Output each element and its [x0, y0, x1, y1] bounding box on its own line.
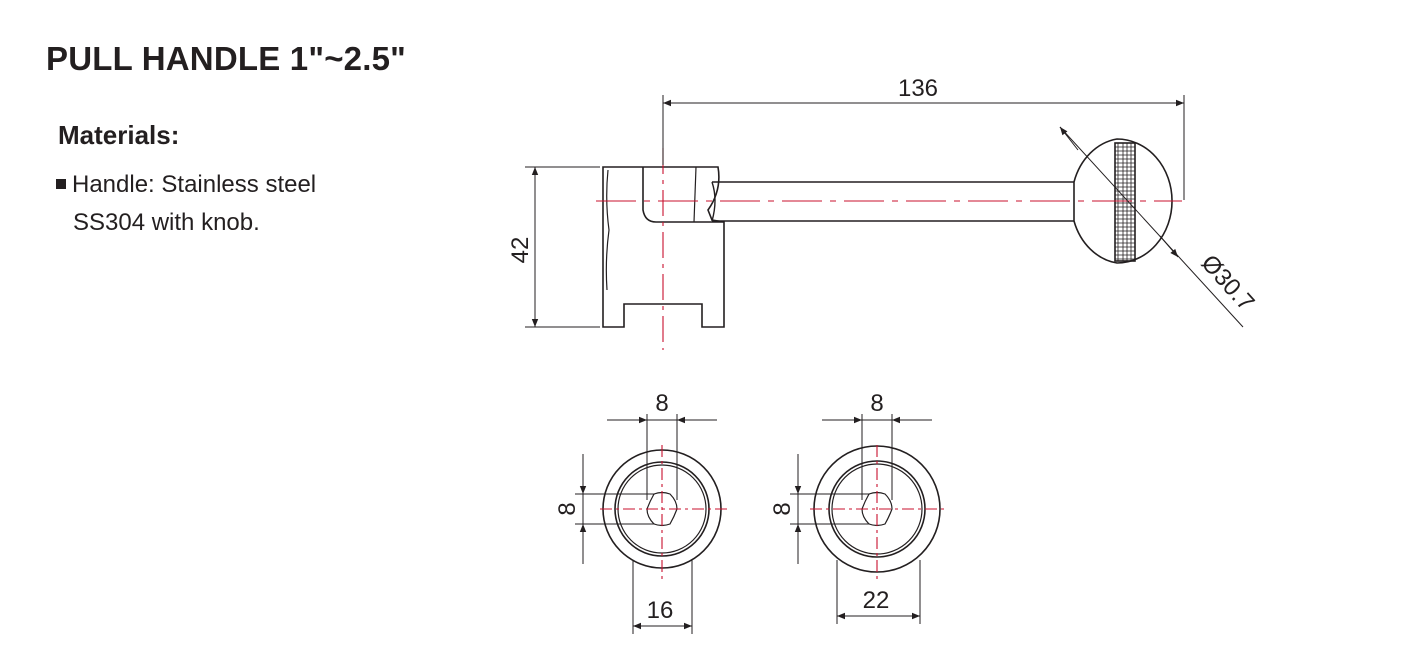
dim-knob-diameter: [1059, 126, 1244, 328]
side-view: [602, 138, 1173, 328]
end-view-right: 8 8 22: [769, 390, 948, 624]
dim-knob-diameter-label: Ø30.7: [1196, 250, 1260, 317]
page-title: PULL HANDLE 1"~2.5": [46, 40, 406, 77]
dim-length: [662, 95, 1185, 200]
right-top-dim-label: 8: [870, 390, 883, 417]
handle-knob: [1073, 138, 1173, 264]
handle-bore: [642, 167, 724, 223]
materials-item: Handle: Stainless steel SS304 with knob.: [56, 166, 376, 242]
handle-shaft: [712, 181, 1074, 222]
side-centerlines: [596, 148, 1182, 350]
dim-height: [525, 166, 600, 328]
left-top-dim-label: 8: [655, 390, 668, 417]
dim-height-label: 42: [507, 237, 534, 264]
left-side-dim-label: 8: [554, 502, 581, 515]
end-view-left: 8 8 16: [554, 390, 730, 634]
materials-heading: Materials:: [58, 120, 180, 150]
handle-body: [602, 166, 725, 328]
dim-length-label: 136: [898, 75, 938, 102]
right-bottom-dim-label: 22: [863, 587, 890, 614]
bullet-square-icon: [56, 179, 66, 189]
materials-item-line1: Handle: Stainless steel: [72, 171, 317, 198]
left-bottom-dim-label: 16: [647, 597, 674, 624]
knob-knurl: [1114, 142, 1136, 262]
right-side-dim-label: 8: [769, 502, 796, 515]
materials-item-line2: SS304 with knob.: [73, 209, 260, 236]
